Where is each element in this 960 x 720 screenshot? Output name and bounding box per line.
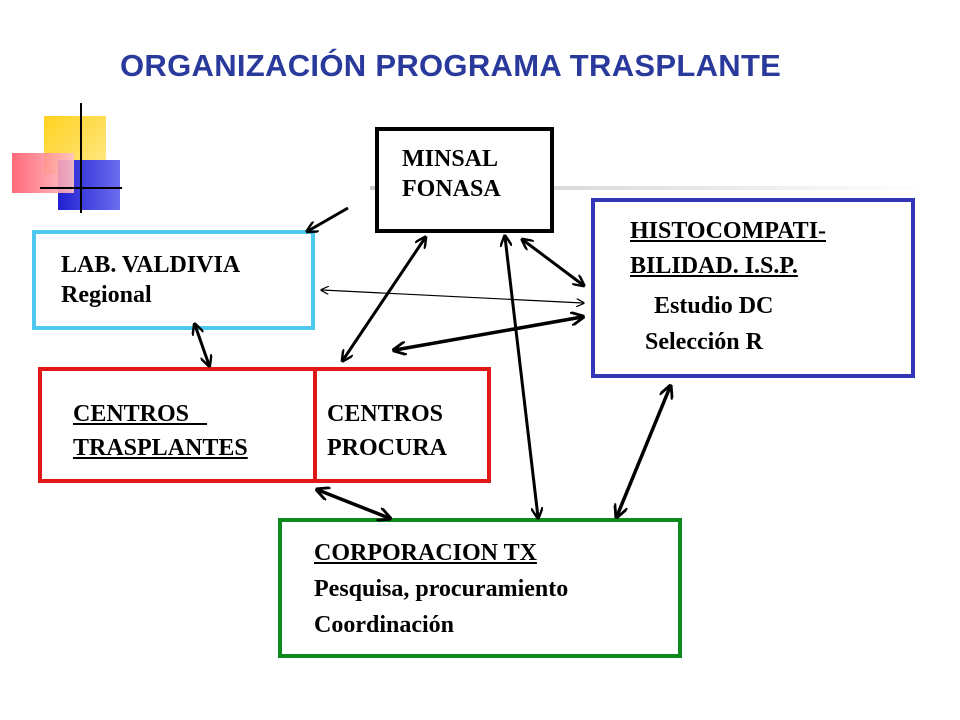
arrow-minsal-histo	[523, 240, 583, 285]
page-title: ORGANIZACIÓN PROGRAMA TRASPLANTE	[120, 48, 782, 83]
arrow-histo-corporacion	[617, 387, 670, 516]
arrow-lab-centros	[195, 325, 209, 365]
centros-trasplantes-line1: CENTROS	[73, 401, 208, 427]
histo-title-line1: HISTOCOMPATI-	[630, 218, 827, 244]
lab-valdivia-label: LAB. VALDIVIA	[61, 252, 241, 278]
centros-box: CENTROS TRASPLANTES CENTROS PROCURA	[38, 367, 491, 483]
lab-valdivia-box: LAB. VALDIVIA Regional	[32, 230, 315, 330]
centros-divider	[313, 371, 317, 479]
corporacion-pesquisa-label: Pesquisa, procuramiento	[314, 576, 569, 602]
arrow-minsal-corporacion	[505, 237, 538, 517]
arrow-lab-histo	[322, 290, 583, 303]
corporacion-title: CORPORACION TX	[314, 540, 537, 566]
histocompatibilidad-box: HISTOCOMPATI- BILIDAD. I.S.P. Estudio DC…	[591, 198, 915, 378]
lab-regional-label: Regional	[61, 282, 152, 308]
decorative-vertical-line	[80, 103, 82, 213]
centros-trasplantes-line2: TRASPLANTES	[73, 435, 248, 461]
histo-seleccion-label: Selección R	[645, 329, 763, 355]
corporacion-coordinacion-label: Coordinación	[314, 612, 455, 638]
decorative-horizontal-line	[40, 187, 122, 189]
decorative-red-square	[12, 153, 74, 193]
arrow-centros-histo	[395, 317, 582, 350]
corporacion-tx-box: CORPORACION TX Pesquisa, procuramiento C…	[278, 518, 682, 658]
centros-procura-line1: CENTROS	[327, 401, 444, 427]
minsal-label: MINSAL	[402, 146, 499, 172]
arrow-minsal-centros-procura	[343, 238, 425, 360]
arrow-minsal-to-lab	[308, 206, 349, 231]
histo-estudio-label: Estudio DC	[654, 293, 774, 319]
centros-procura-line2: PROCURA	[327, 435, 447, 461]
fonasa-label: FONASA	[402, 176, 501, 202]
histo-title-line2: BILIDAD. I.S.P.	[630, 253, 798, 279]
minsal-fonasa-box: MINSAL FONASA	[375, 127, 554, 233]
arrow-centros-corporacion	[318, 490, 389, 518]
decorative-gray-line	[370, 186, 930, 190]
